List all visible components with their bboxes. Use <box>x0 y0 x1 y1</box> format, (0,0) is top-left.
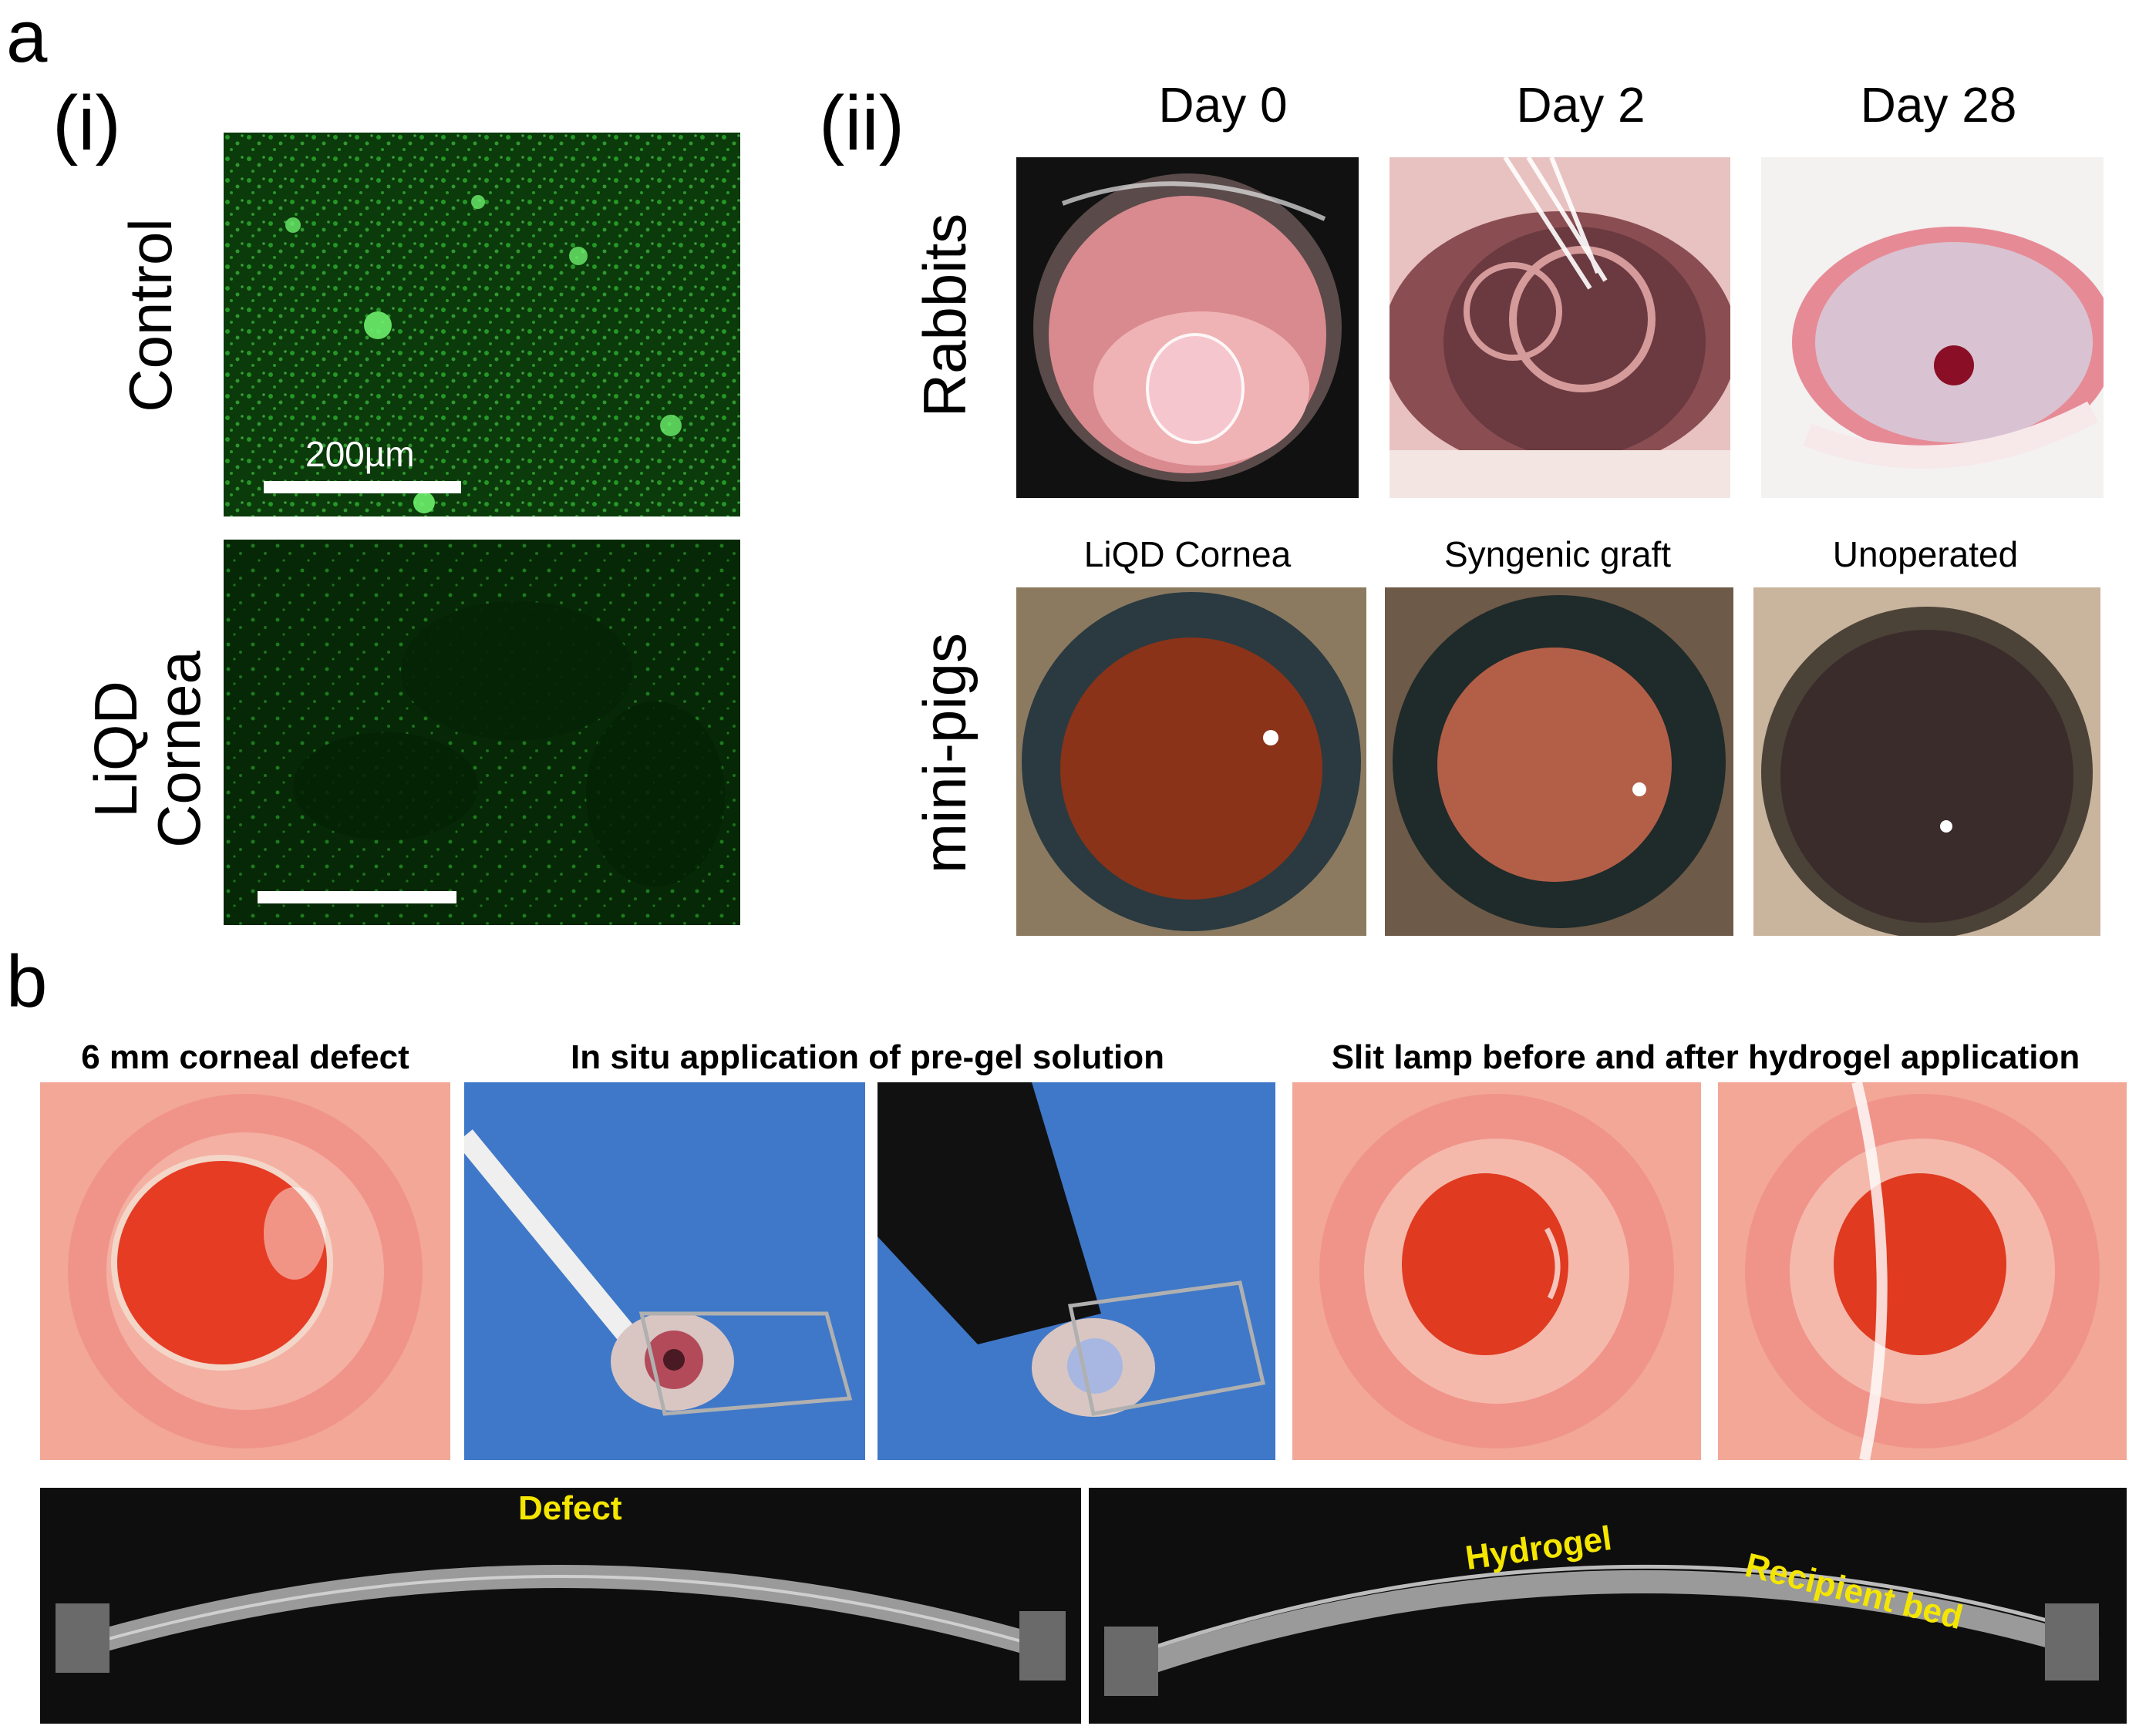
oct-scan-defect <box>40 1488 1081 1724</box>
scale-bar-liqd <box>258 891 456 903</box>
header-slit-lamp: Slit lamp before and after hydrogel appl… <box>1331 1038 2080 1076</box>
row-label-control: Control <box>116 218 184 412</box>
row-label-cornea: Cornea <box>144 651 213 848</box>
pig-header-unoperated: Unoperated <box>1832 534 2019 574</box>
photo-slit-lamp-before <box>1292 1082 1701 1460</box>
row-label-rabbits: Rabbits <box>911 213 979 418</box>
day-header-0: Day 0 <box>1158 77 1288 133</box>
photo-corneal-defect <box>40 1082 450 1460</box>
fluorescence-image-liqd <box>224 540 740 925</box>
sublabel-ii: (ii) <box>819 80 905 167</box>
pig-eye-syngenic-graft <box>1385 587 1733 936</box>
sublabel-i: (i) <box>52 80 121 167</box>
pig-eye-liqd-cornea <box>1016 587 1366 936</box>
pig-header-liqd: LiQD Cornea <box>1083 534 1292 574</box>
day-header-28: Day 28 <box>1860 77 2017 133</box>
header-in-situ-application: In situ application of pre-gel solution <box>571 1038 1164 1076</box>
scale-text-control: 200µm <box>305 434 415 474</box>
rabbit-eye-day-28 <box>1761 157 2104 498</box>
scale-bar-control <box>264 481 461 493</box>
pig-header-syngenic: Syngenic graft <box>1443 534 1672 574</box>
row-label-liqd-cornea: LiQD Cornea <box>82 580 224 919</box>
day-header-2: Day 2 <box>1516 77 1646 133</box>
label-defect: Defect <box>518 1489 622 1527</box>
photo-pregel-pipette <box>464 1082 865 1460</box>
rabbit-eye-day-2 <box>1390 157 1730 498</box>
row-label-liqd: LiQD <box>82 681 150 818</box>
photo-slit-lamp-after <box>1718 1082 2127 1460</box>
row-label-mini-pigs: mini-pigs <box>911 632 979 874</box>
panel-letter-a: a <box>6 0 48 78</box>
pig-eye-unoperated <box>1753 587 2100 936</box>
photo-pregel-lamp <box>877 1082 1275 1460</box>
panel-letter-b: b <box>6 940 48 1023</box>
oct-scan-hydrogel <box>1089 1488 2127 1724</box>
fluorescence-image-control <box>224 133 740 516</box>
header-corneal-defect: 6 mm corneal defect <box>81 1038 409 1076</box>
rabbit-eye-day-0 <box>1016 157 1359 498</box>
